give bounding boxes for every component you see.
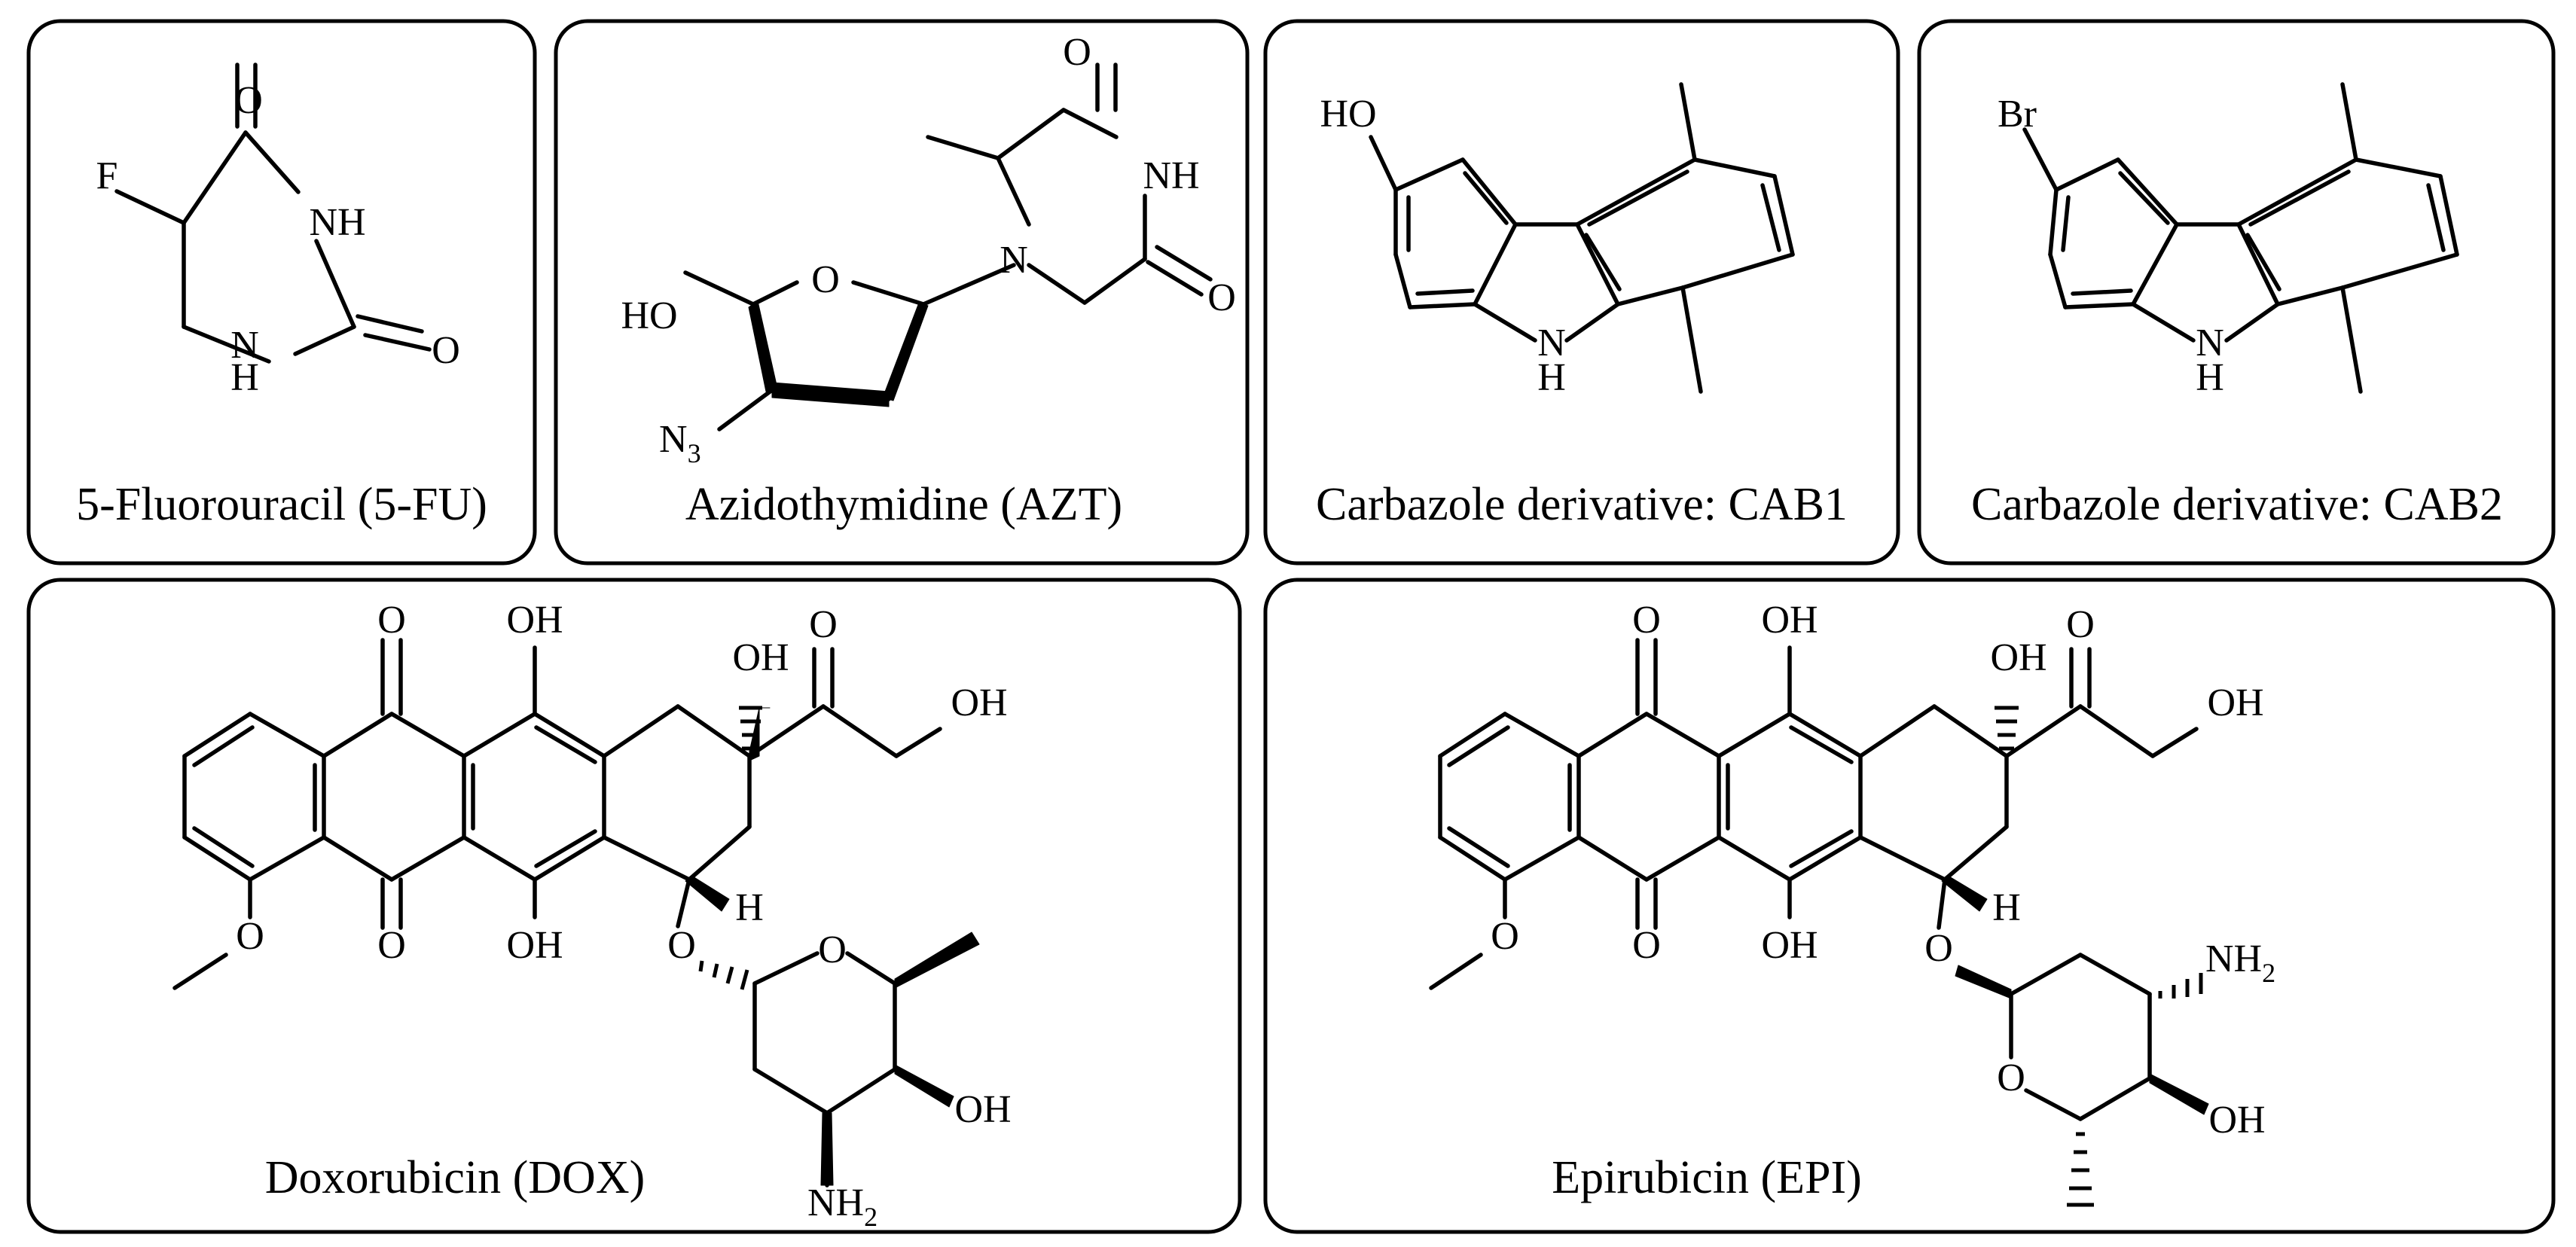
- atom-label-o: O: [1063, 31, 1091, 74]
- atom-label-oh: OH: [1761, 599, 1818, 642]
- atom-label-o: O: [667, 924, 696, 967]
- atom-label-nh: NH: [309, 201, 365, 244]
- atom-label-oh: OH: [951, 681, 1007, 724]
- stereo-hash: [2158, 973, 2203, 999]
- stereo-wedge: [894, 1064, 954, 1108]
- atom-label-h: H: [735, 886, 764, 929]
- atom-label-h: H: [1537, 356, 1566, 399]
- structure-azidothymidine: [683, 63, 1213, 431]
- panel-5-fluorouracil: O F NH O N H 5-Fluorouracil (5-FU): [26, 19, 537, 566]
- atom-label-o: O: [818, 928, 847, 971]
- atom-label-oh: OH: [1761, 924, 1818, 967]
- atom-label-nh2: NH2: [2205, 938, 2275, 988]
- atom-label-oh: OH: [2207, 681, 2263, 724]
- atom-label-o: O: [809, 603, 838, 646]
- atom-label-n: N: [1537, 322, 1566, 364]
- stereo-hash: [739, 706, 762, 751]
- atom-label-o: O: [1207, 276, 1236, 319]
- atom-label-oh: OH: [506, 599, 563, 642]
- structure-doxorubicin: [172, 638, 942, 1188]
- atom-label-o: O: [377, 924, 406, 967]
- atom-label-ho: HO: [621, 294, 677, 337]
- atom-label-n: N: [230, 324, 259, 367]
- panel-doxorubicin: O OH OH O OH O O OH H O O OH NH2 Doxorub…: [26, 578, 1242, 1234]
- atom-label-oh: OH: [954, 1088, 1011, 1131]
- panel-frame: [1263, 19, 1900, 566]
- panel-frame: [1917, 19, 2556, 566]
- structure-5-fluorouracil: [114, 63, 432, 364]
- atom-label-o: O: [234, 79, 263, 122]
- structure-carbazole-cab1: [1369, 82, 1795, 394]
- atom-label-oh: OH: [2208, 1099, 2265, 1142]
- stereo-wedge: [882, 302, 929, 401]
- atom-label-h: H: [2196, 356, 2224, 399]
- atom-label-o: O: [1491, 915, 1519, 958]
- stereo-wedge: [2149, 1073, 2209, 1115]
- atom-label-oh: OH: [1990, 636, 2046, 679]
- caption-epi: Epirubicin (EPI): [1552, 1152, 1862, 1203]
- atom-label-ho: HO: [1320, 93, 1376, 136]
- caption-cab2: Carbazole derivative: CAB2: [1971, 479, 2503, 530]
- atom-label-o: O: [2066, 603, 2095, 646]
- atom-label-o: O: [236, 915, 264, 958]
- atom-label-oh: OH: [506, 924, 563, 967]
- atom-label-o: O: [811, 258, 840, 301]
- atom-label-f: F: [96, 154, 118, 197]
- stereo-hash: [1995, 706, 2019, 751]
- structure-carbazole-cab2: [2022, 82, 2459, 394]
- panel-frame: [26, 578, 1242, 1234]
- atom-label-o: O: [1632, 599, 1661, 642]
- stereo-hash: [2067, 1132, 2094, 1207]
- panel-carbazole-cab1: HO N H Carbazole derivative: CAB1: [1263, 19, 1900, 566]
- atom-label-n: N: [2196, 322, 2224, 364]
- atom-label-nh2: NH2: [807, 1181, 877, 1232]
- panel-frame: [26, 19, 537, 566]
- atom-label-o: O: [1924, 927, 1953, 970]
- atom-label-oh: OH: [732, 636, 789, 679]
- panel-frame: [554, 19, 1250, 566]
- caption-5-fu: 5-Fluorouracil (5-FU): [76, 479, 487, 530]
- structure-epirubicin: [1429, 638, 2199, 1121]
- panel-azidothymidine: O NH O N O HO N3 Azidothymidine (AZT): [554, 19, 1250, 566]
- atom-label-o: O: [1997, 1056, 2025, 1099]
- atom-label-o: O: [432, 329, 460, 372]
- atom-label-br: Br: [1998, 93, 2037, 136]
- atom-label-azide: N3: [659, 418, 701, 468]
- panel-epirubicin: O OH OH O OH O O OH H O NH2 O OH Epirubi…: [1263, 578, 2556, 1234]
- atom-label-h: H: [1992, 886, 2021, 929]
- panel-frame: [1263, 578, 2556, 1234]
- stereo-wedge: [894, 931, 980, 989]
- caption-azt: Azidothymidine (AZT): [685, 479, 1122, 530]
- caption-cab1: Carbazole derivative: CAB1: [1316, 479, 1848, 530]
- stereo-wedge: [771, 382, 890, 407]
- stereo-wedge: [820, 1112, 834, 1186]
- stereo-wedge: [1955, 965, 2012, 999]
- stereo-wedge: [1941, 876, 1988, 912]
- atom-label-o: O: [1632, 924, 1661, 967]
- panel-carbazole-cab2: Br N H Carbazole derivative: CAB2: [1917, 19, 2556, 566]
- stereo-wedge: [685, 876, 730, 912]
- atom-label-nh: NH: [1143, 154, 1199, 197]
- stereo-hash: [698, 960, 749, 990]
- caption-dox: Doxorubicin (DOX): [265, 1152, 646, 1203]
- atom-label-o: O: [377, 599, 406, 642]
- atom-label-n: N: [1000, 239, 1028, 282]
- atom-label-h: H: [230, 356, 259, 399]
